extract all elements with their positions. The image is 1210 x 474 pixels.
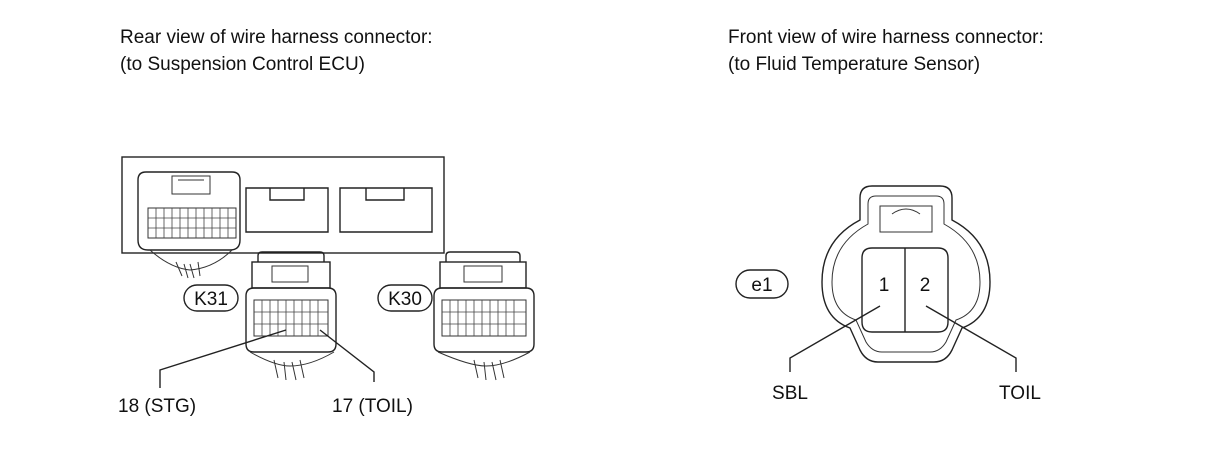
e1-callout-lines	[789, 305, 1017, 372]
k31-connector	[245, 251, 337, 381]
right-view-heading: Front view of wire harness connector: (t…	[728, 24, 1044, 78]
ecu-body	[121, 156, 445, 254]
k30-connector	[433, 251, 535, 381]
k31-tag: K31	[183, 284, 239, 312]
k31-callout-lines	[159, 329, 375, 388]
k31-label: K31	[194, 289, 228, 310]
pin1-label: 1	[879, 275, 890, 296]
left-harness-wires	[149, 249, 233, 279]
e1-tag: e1	[735, 269, 789, 299]
pin18-callout: 18 (STG)	[118, 396, 196, 417]
left-view-title-line2: (to Suspension Control ECU)	[120, 54, 365, 75]
sbl-callout: SBL	[772, 383, 808, 404]
toil-callout: TOIL	[999, 383, 1041, 404]
left-view-title-line1: Rear view of wire harness connector:	[120, 27, 433, 48]
e1-connector	[821, 185, 991, 363]
e1-label: e1	[751, 275, 772, 296]
right-view-title-line2: (to Fluid Temperature Sensor)	[728, 54, 981, 75]
k30-tag: K30	[377, 284, 433, 312]
pin17-callout: 17 (TOIL)	[332, 396, 413, 417]
pin2-label: 2	[920, 275, 931, 296]
right-view-title-line1: Front view of wire harness connector:	[728, 27, 1044, 48]
left-view-heading: Rear view of wire harness connector: (to…	[120, 24, 433, 78]
k30-label: K30	[388, 289, 422, 310]
